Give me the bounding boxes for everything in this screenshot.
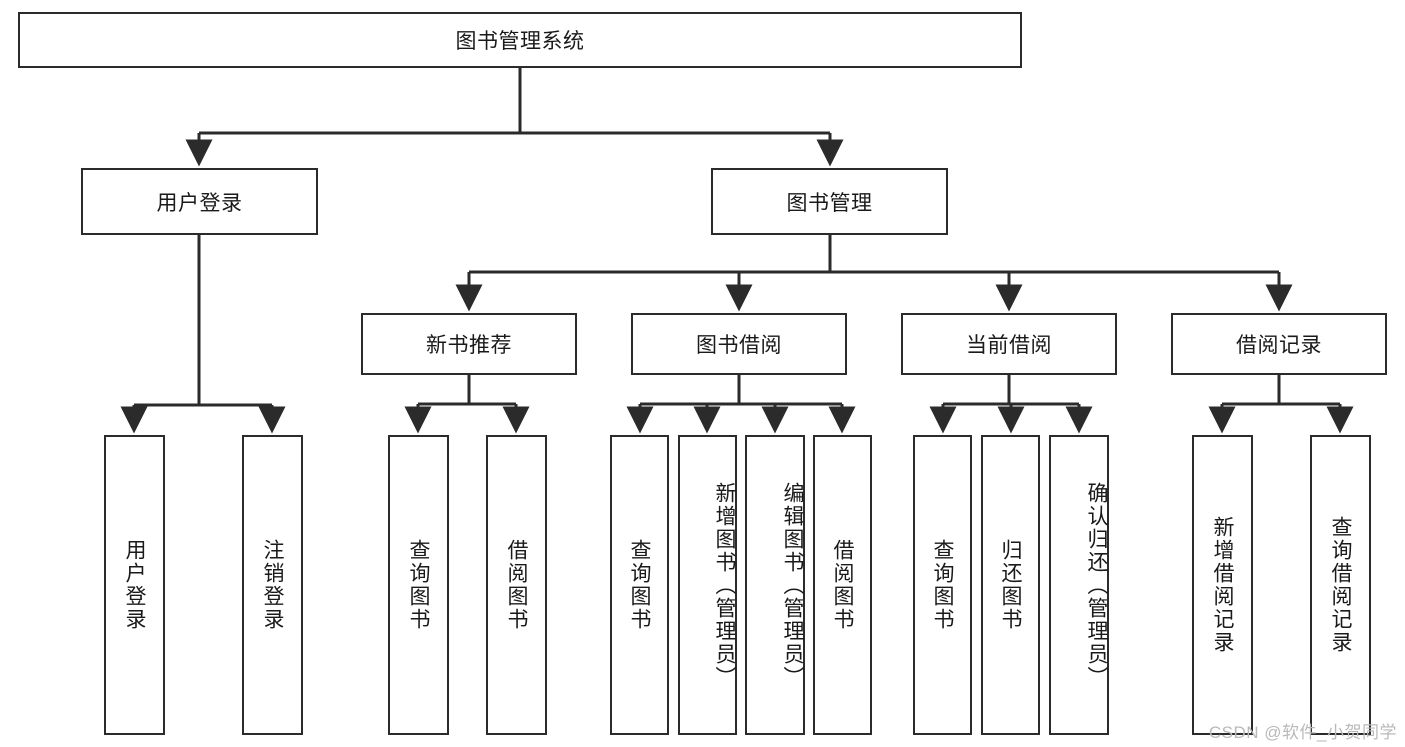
node-current-borrow-label: 当前借阅 bbox=[966, 334, 1052, 357]
node-borrow-records[interactable]: 借阅记录 bbox=[1171, 313, 1387, 375]
node-current-borrow[interactable]: 当前借阅 bbox=[901, 313, 1117, 375]
node-new-book-recommend[interactable]: 新书推荐 bbox=[361, 313, 577, 375]
node-user-login[interactable]: 用户登录 bbox=[81, 168, 318, 235]
leaf-query-books-current-label: 查询图书 bbox=[931, 539, 954, 631]
leaf-borrow-books-newbooks[interactable]: 借阅图书 bbox=[486, 435, 547, 735]
leaf-confirm-return-admin[interactable]: 确认归还（管理员） bbox=[1049, 435, 1109, 735]
node-book-management-label: 图书管理 bbox=[786, 191, 873, 215]
leaf-return-books-label: 归还图书 bbox=[999, 539, 1022, 631]
leaf-query-borrow-record-label: 查询借阅记录 bbox=[1329, 516, 1352, 654]
leaf-edit-book-admin-label: 编辑图书（管理员） bbox=[781, 481, 804, 689]
leaf-edit-book-admin[interactable]: 编辑图书（管理员） bbox=[745, 435, 805, 735]
leaf-add-book-admin-label: 新增图书（管理员） bbox=[713, 481, 736, 689]
leaf-user-login[interactable]: 用户登录 bbox=[104, 435, 165, 735]
leaf-logout-label: 注销登录 bbox=[261, 539, 284, 631]
node-book-management[interactable]: 图书管理 bbox=[711, 168, 948, 235]
leaf-confirm-return-admin-label: 确认归还（管理员） bbox=[1085, 481, 1108, 689]
leaf-query-books-current[interactable]: 查询图书 bbox=[913, 435, 972, 735]
leaf-logout[interactable]: 注销登录 bbox=[242, 435, 303, 735]
leaf-add-book-admin[interactable]: 新增图书（管理员） bbox=[678, 435, 737, 735]
node-borrow-records-label: 借阅记录 bbox=[1236, 334, 1322, 357]
leaf-borrow-books-newbooks-label: 借阅图书 bbox=[505, 539, 528, 631]
leaf-borrow-books-borrow[interactable]: 借阅图书 bbox=[813, 435, 872, 735]
leaf-query-books-borrow[interactable]: 查询图书 bbox=[610, 435, 669, 735]
leaf-user-login-label: 用户登录 bbox=[123, 539, 146, 631]
leaf-borrow-books-borrow-label: 借阅图书 bbox=[831, 539, 854, 631]
leaf-query-books-newbooks-label: 查询图书 bbox=[407, 539, 430, 631]
watermark: CSDN @软件_小贺同学 bbox=[1208, 723, 1397, 742]
node-user-login-label: 用户登录 bbox=[156, 191, 243, 215]
leaf-query-borrow-record[interactable]: 查询借阅记录 bbox=[1310, 435, 1371, 735]
leaf-add-borrow-record-label: 新增借阅记录 bbox=[1211, 516, 1234, 654]
leaf-add-borrow-record[interactable]: 新增借阅记录 bbox=[1192, 435, 1253, 735]
leaf-query-books-borrow-label: 查询图书 bbox=[628, 539, 651, 631]
leaf-return-books[interactable]: 归还图书 bbox=[981, 435, 1040, 735]
node-root[interactable]: 图书管理系统 bbox=[18, 12, 1022, 68]
node-book-borrow[interactable]: 图书借阅 bbox=[631, 313, 847, 375]
node-book-borrow-label: 图书借阅 bbox=[696, 334, 782, 357]
node-root-label: 图书管理系统 bbox=[455, 30, 585, 53]
leaf-query-books-newbooks[interactable]: 查询图书 bbox=[388, 435, 449, 735]
node-new-book-recommend-label: 新书推荐 bbox=[426, 334, 512, 357]
